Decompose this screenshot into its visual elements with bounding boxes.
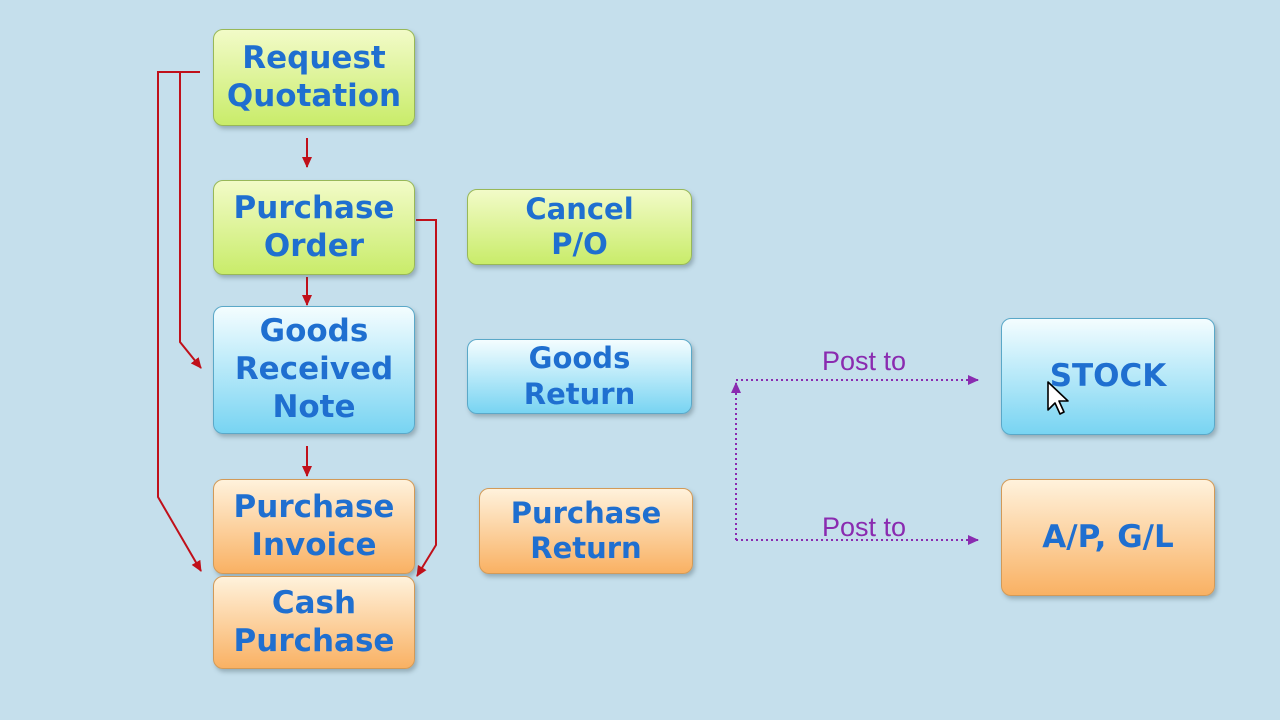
arrow-quotation-to-invoice [157,71,202,572]
cancel-po-node: Cancel P/O [467,189,692,265]
goods-received-note-node: Goods Received Note [213,306,415,434]
purchase-order-node: Purchase Order [213,180,415,275]
stock-node: STOCK [1001,318,1215,435]
post-to-apgl-label: Post to [822,512,907,542]
arrow-pointer-icon [1047,381,1069,415]
request-quotation-node: Request Quotation [213,29,415,126]
ap-gl-node: A/P, G/L [1001,479,1215,596]
post-to-stock-label: Post to [822,346,907,376]
arrow-quotation-to-grn [179,71,202,369]
purchase-return-node: Purchase Return [479,488,693,574]
cash-purchase-node: Cash Purchase [213,576,415,669]
purchase-invoice-node: Purchase Invoice [213,479,415,574]
goods-return-node: Goods Return [467,339,692,414]
arrow-order-to-invoice [416,219,437,577]
